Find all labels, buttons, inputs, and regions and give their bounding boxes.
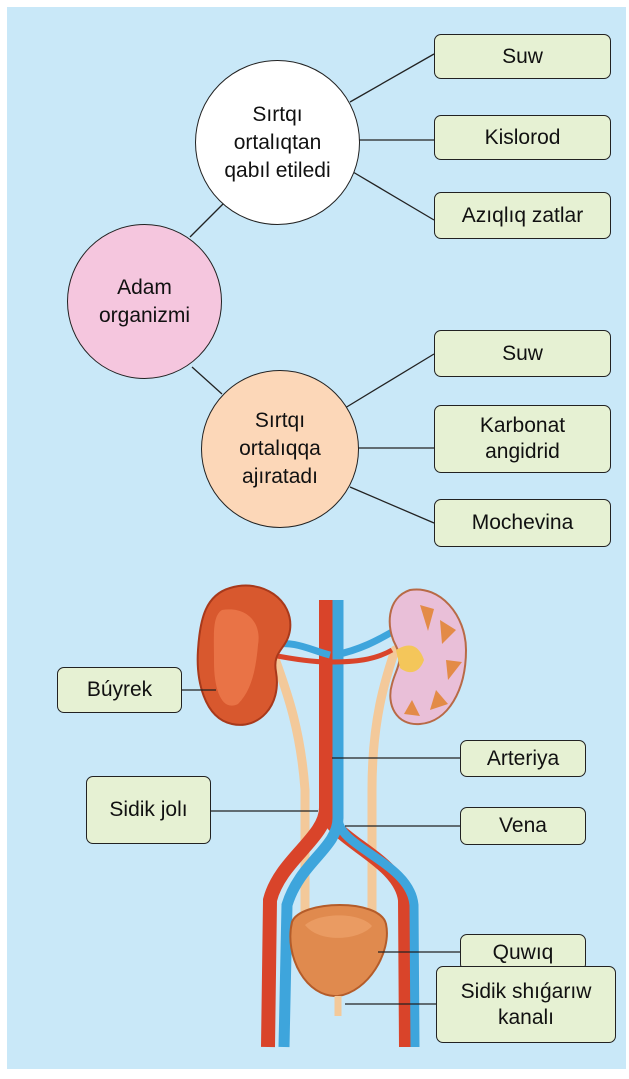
connector-intake-nutrients xyxy=(353,172,434,220)
excretion-circle-text: Sırtqı ortalıqqa ajıratadı xyxy=(239,407,321,491)
connector-center-excretion xyxy=(192,367,222,394)
urinary-system-illustration xyxy=(198,586,466,1047)
label-artery: Arteriya xyxy=(460,740,586,777)
label-kidney: Búyrek xyxy=(57,667,182,713)
connector-excretion-urea xyxy=(350,487,434,523)
intake-item-oxygen: Kislorod xyxy=(434,115,611,160)
label-urethra: Sidik shıǵarıw kanalı xyxy=(436,966,616,1043)
label-vein: Vena xyxy=(460,807,586,845)
center-circle-text: Adam organizmi xyxy=(99,274,190,330)
connector-center-intake xyxy=(190,204,223,237)
intake-item-water: Suw xyxy=(434,34,611,79)
excretion-item-carbon-dioxide: Karbonat angidrid xyxy=(434,405,611,473)
intake-circle: Sırtqı ortalıqtan qabıl etiledi xyxy=(195,60,360,225)
center-circle: Adam organizmi xyxy=(67,224,222,379)
intake-circle-text: Sırtqı ortalıqtan qabıl etiledi xyxy=(224,101,330,185)
excretion-item-urea: Mochevina xyxy=(434,499,611,547)
connector-intake-water xyxy=(350,54,434,102)
intake-item-nutrients: Azıqlıq zatlar xyxy=(434,192,611,239)
excretion-circle: Sırtqı ortalıqqa ajıratadı xyxy=(201,370,359,528)
excretion-item-water: Suw xyxy=(434,330,611,377)
label-ureter: Sidik jolı xyxy=(86,776,211,844)
connector-excretion-water xyxy=(345,354,434,408)
